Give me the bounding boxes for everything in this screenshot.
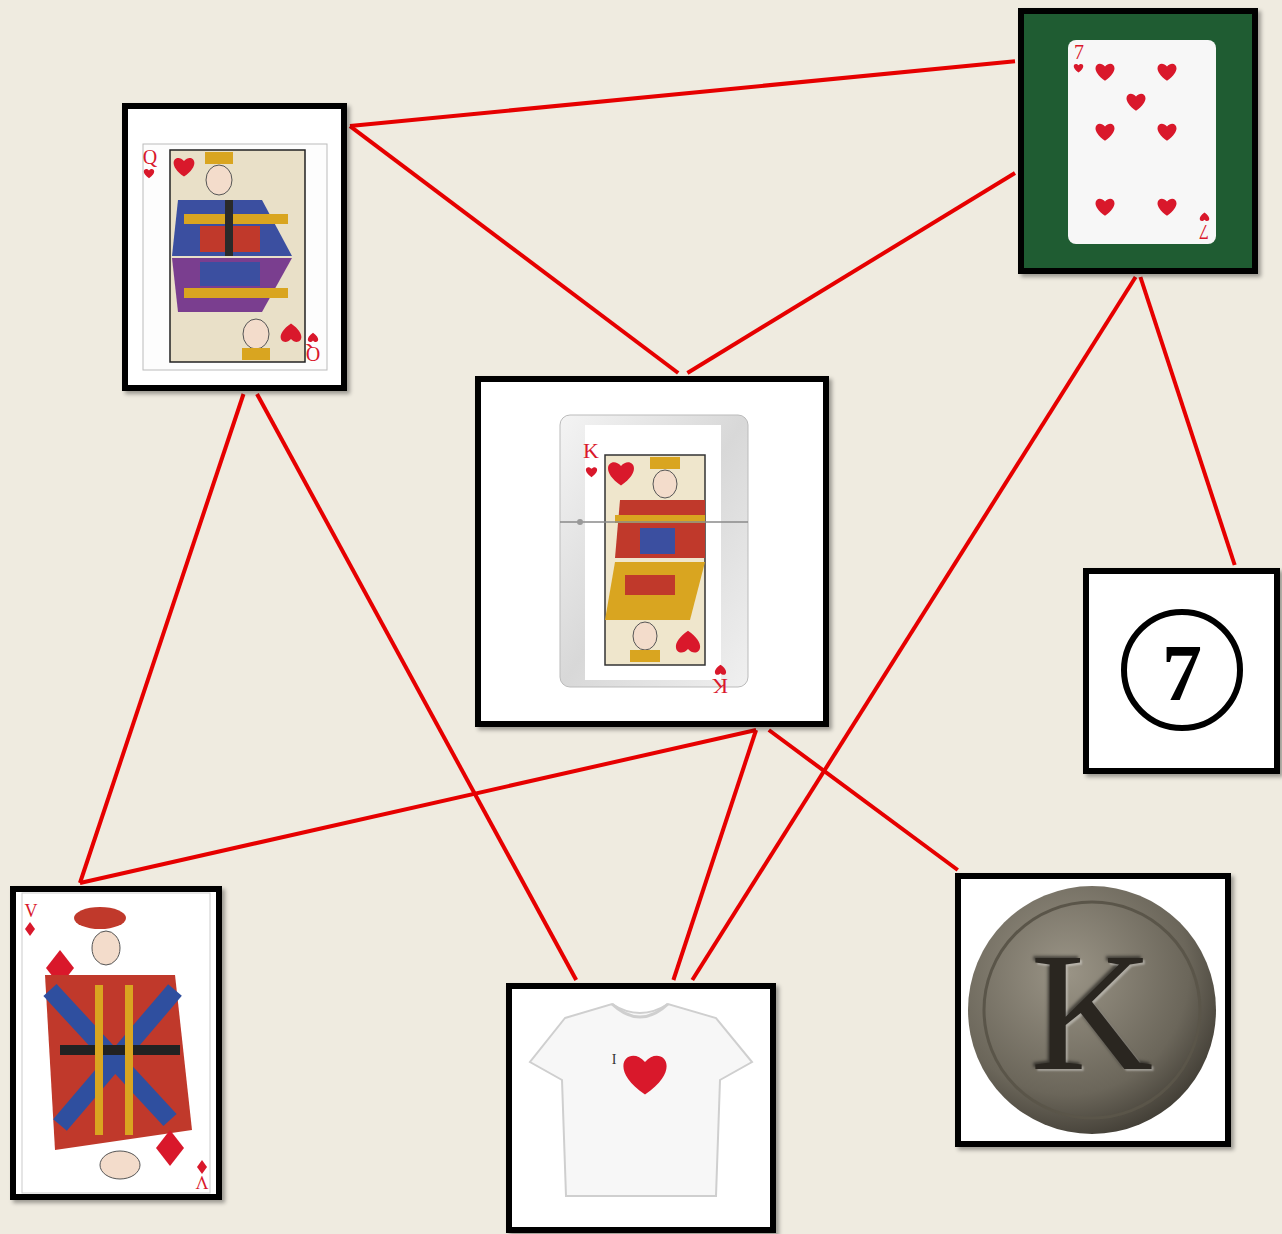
connector-line [80, 394, 244, 883]
queen-card [122, 103, 347, 391]
circled-seven [1083, 568, 1280, 774]
connector-line [769, 730, 958, 870]
picture-box: QQ [122, 103, 347, 391]
connector-line [1140, 277, 1234, 565]
picture-box: 77 [1018, 8, 1258, 274]
connector-line [350, 61, 1015, 126]
picture-box: VV [10, 886, 222, 1200]
card-index: K [1031, 927, 1154, 1097]
connector-line [687, 173, 1015, 373]
k-coin [955, 873, 1231, 1147]
card-index: 7 [1162, 633, 1202, 713]
connector-line [80, 730, 756, 883]
card-index: Q [143, 147, 157, 167]
card-index: K [712, 675, 728, 697]
card-index: K [583, 440, 599, 462]
card-index: I [612, 1053, 617, 1067]
jack-card [10, 886, 222, 1200]
picture-box: 7 [1083, 568, 1280, 774]
king-lighter [475, 376, 829, 727]
card-index: V [196, 1173, 209, 1191]
connector-line [350, 126, 678, 373]
seven-card [1018, 8, 1258, 274]
picture-box: K [955, 873, 1231, 1147]
card-index: V [25, 902, 38, 920]
card-index: 7 [1074, 42, 1084, 62]
card-index: 7 [1199, 222, 1209, 242]
card-index: Q [306, 344, 320, 364]
heart-t-shirt [506, 983, 776, 1233]
picture-box: I [506, 983, 776, 1233]
picture-box: KK [475, 376, 829, 727]
